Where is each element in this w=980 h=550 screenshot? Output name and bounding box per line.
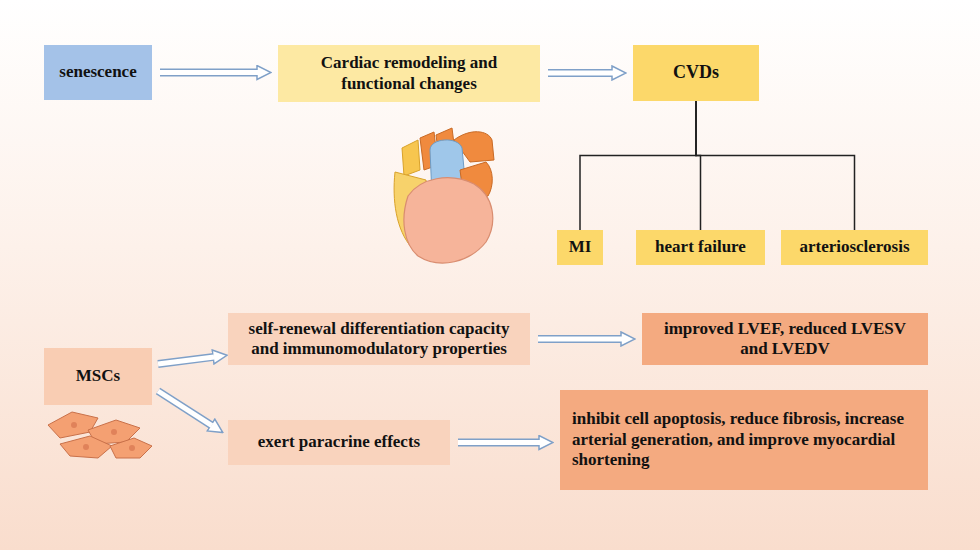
node-label: CVDs — [673, 62, 719, 84]
process-box: senescence — [44, 45, 152, 100]
cell-box: MSCs — [44, 348, 152, 405]
disease-box: arteriosclerosis — [781, 230, 928, 265]
arrow-outline — [538, 335, 622, 343]
arrow-fill — [538, 337, 622, 342]
node-label: MI — [569, 237, 592, 257]
tree-connector — [580, 101, 696, 230]
arrow-outline — [548, 69, 613, 77]
block-arrow — [158, 391, 212, 426]
block-arrow — [158, 357, 214, 364]
node-label: MSCs — [76, 366, 120, 386]
node-label: senescence — [59, 62, 136, 82]
connector-line — [580, 101, 696, 230]
arrow-fill — [548, 71, 613, 76]
arrow-fill — [160, 70, 258, 75]
arrow-fill — [158, 357, 214, 364]
node-label: improved LVEF, reduced LVESV and LVEDV — [652, 319, 918, 360]
block-arrow — [160, 72, 258, 73]
property-box: self-renewal differentiation capacity an… — [228, 313, 530, 366]
arrow-outline — [158, 357, 214, 364]
connector-line — [696, 101, 855, 230]
disease-box: CVDs — [633, 45, 759, 101]
arrow-fill — [158, 391, 212, 426]
arrow-outline — [160, 69, 258, 77]
node-label: inhibit cell apoptosis, reduce fibrosis,… — [572, 409, 916, 470]
property-box: exert paracrine effects — [228, 420, 450, 465]
tree-connector — [696, 101, 855, 230]
heart-illustration — [394, 128, 494, 263]
cell-illustration — [48, 412, 152, 458]
arrow-fill — [458, 440, 540, 445]
arrow-outline — [458, 439, 540, 447]
disease-box: heart failure — [636, 230, 765, 265]
block-arrow — [538, 339, 622, 340]
block-arrow — [458, 442, 540, 443]
process-box: Cardiac remodeling and functional change… — [278, 45, 540, 102]
node-label: arteriosclerosis — [799, 237, 909, 257]
block-arrow — [548, 73, 613, 74]
disease-box: MI — [557, 230, 603, 265]
node-label: self-renewal differentiation capacity an… — [236, 319, 522, 360]
node-label: heart failure — [655, 237, 746, 257]
outcome-box: inhibit cell apoptosis, reduce fibrosis,… — [560, 390, 928, 490]
node-label: Cardiac remodeling and functional change… — [288, 53, 530, 94]
node-label: exert paracrine effects — [258, 432, 420, 452]
arrow-outline — [158, 391, 212, 426]
outcome-box: improved LVEF, reduced LVESV and LVEDV — [642, 313, 928, 366]
